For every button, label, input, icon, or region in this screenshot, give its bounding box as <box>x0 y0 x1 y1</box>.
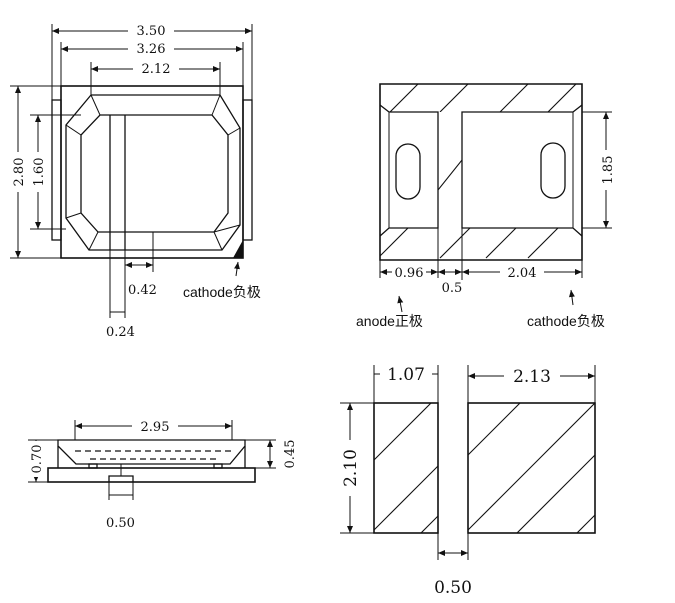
top-view-lens-inner <box>80 114 229 233</box>
dim-footprint-gap: 0.50 <box>434 578 472 598</box>
top-view-tab-right <box>242 99 253 241</box>
dim-height: 2.80 <box>12 158 27 187</box>
dim-offset: 0.24 <box>106 325 135 340</box>
cathode-slot <box>540 142 566 199</box>
footprint-pad-anode <box>373 402 439 534</box>
dim-footprint-height: 2.10 <box>341 449 361 487</box>
dim-inner-width: 3.26 <box>137 42 166 57</box>
footprint-view: 1.07 2.13 2.10 0.50 <box>340 363 596 598</box>
dim-side-height-body: 0.45 <box>283 440 298 469</box>
top-view: 3.50 3.26 2.12 2.80 1.60 0.42 <box>10 23 261 340</box>
dim-side-width: 2.95 <box>141 420 170 435</box>
dim-side-height-total: 0.70 <box>30 445 45 474</box>
label-anode: anode正极 <box>356 313 423 329</box>
dim-total-width: 3.50 <box>137 24 166 39</box>
side-view-lens <box>57 439 246 465</box>
dim-pad-gap: 0.5 <box>442 281 463 296</box>
dim-anode: 0.96 <box>395 266 424 281</box>
side-view: 2.95 0.70 0.45 0.50 <box>28 419 298 531</box>
footprint-pad-cathode <box>467 402 596 534</box>
dim-cathode: 2.04 <box>508 266 537 281</box>
dim-footprint-right: 2.13 <box>513 367 551 387</box>
anode-slot <box>395 143 421 200</box>
cathode-mark <box>233 240 243 258</box>
label-cathode-pad: cathode负极 <box>527 313 605 329</box>
dim-gap: 0.42 <box>128 283 157 298</box>
dim-side-foot: 0.50 <box>106 516 135 531</box>
dim-pad-height: 1.85 <box>601 156 616 185</box>
label-cathode-top: cathode负极 <box>183 284 261 300</box>
dim-inner-height: 1.60 <box>32 158 47 187</box>
top-view-tab-left <box>51 99 62 241</box>
dim-footprint-left: 1.07 <box>387 365 425 385</box>
pad-view: 1.85 0.96 0.5 2.04 anode正极 cathode负极 <box>356 83 616 329</box>
dim-window-width: 2.12 <box>142 62 171 77</box>
side-view-base <box>47 467 256 483</box>
